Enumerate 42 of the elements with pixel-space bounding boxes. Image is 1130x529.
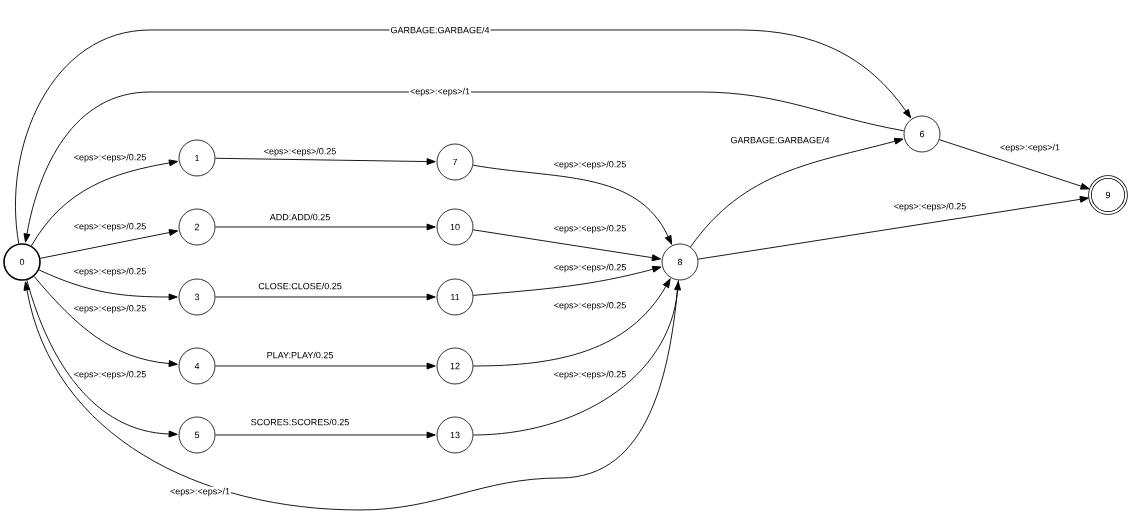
arrow: [472, 278, 671, 367]
edge-label: <eps>:<eps>/0.25: [72, 152, 148, 164]
arrow: [15, 29, 912, 244]
edge-label: <eps>:<eps>/0.25: [72, 266, 148, 278]
arrow: [472, 281, 681, 436]
edge-label: <eps>:<eps>/1: [999, 142, 1062, 154]
arrow: [30, 159, 178, 247]
edge-label: GARBAGE:GARBAGE/4: [729, 135, 831, 145]
arrow: [939, 139, 1090, 190]
arrow: [472, 164, 673, 245]
arrow: [214, 362, 436, 370]
edge-label: <eps>:<eps>/0.25: [552, 300, 628, 312]
edge-label: <eps>:<eps>/0.25: [892, 201, 968, 213]
edge-label: <eps>:<eps>/0.25: [552, 223, 628, 235]
edge-label: CLOSE:CLOSE/0.25: [257, 281, 343, 291]
arrow: [214, 431, 436, 439]
arrow: [472, 265, 662, 296]
edge-label: <eps>:<eps>/0.25: [552, 159, 628, 171]
edge-label: GARBAGE:GARBAGE/4: [389, 25, 491, 35]
arrow: [33, 275, 178, 367]
edge-label: <eps>:<eps>/1: [169, 486, 232, 498]
arrow: [38, 269, 178, 301]
edge-label: <eps>:<eps>/0.25: [552, 369, 628, 381]
arrow: [40, 229, 179, 259]
edge-label: <eps>:<eps>/0.25: [552, 262, 628, 274]
edge-label: <eps>:<eps>/0.25: [72, 369, 148, 381]
edge-label: SCORES:SCORES/0.25: [249, 417, 351, 427]
arrow: [472, 229, 661, 262]
edge-label: <eps>:<eps>/0.25: [72, 221, 148, 233]
arrow: [690, 137, 904, 248]
arrow: [214, 293, 436, 301]
arrow: [697, 195, 1089, 260]
arrow: [26, 279, 178, 438]
edge-label: <eps>:<eps>/1: [409, 86, 472, 98]
arrow: [23, 91, 905, 243]
arrow: [23, 279, 679, 511]
arrow: [214, 157, 436, 165]
edge-label: PLAY:PLAY/0.25: [265, 350, 335, 360]
edge-label: ADD:ADD/0.25: [268, 212, 332, 222]
edge-label: <eps>:<eps>/0.25: [262, 146, 338, 158]
edge-label: <eps>:<eps>/0.25: [72, 303, 148, 315]
arrow: [214, 223, 436, 231]
